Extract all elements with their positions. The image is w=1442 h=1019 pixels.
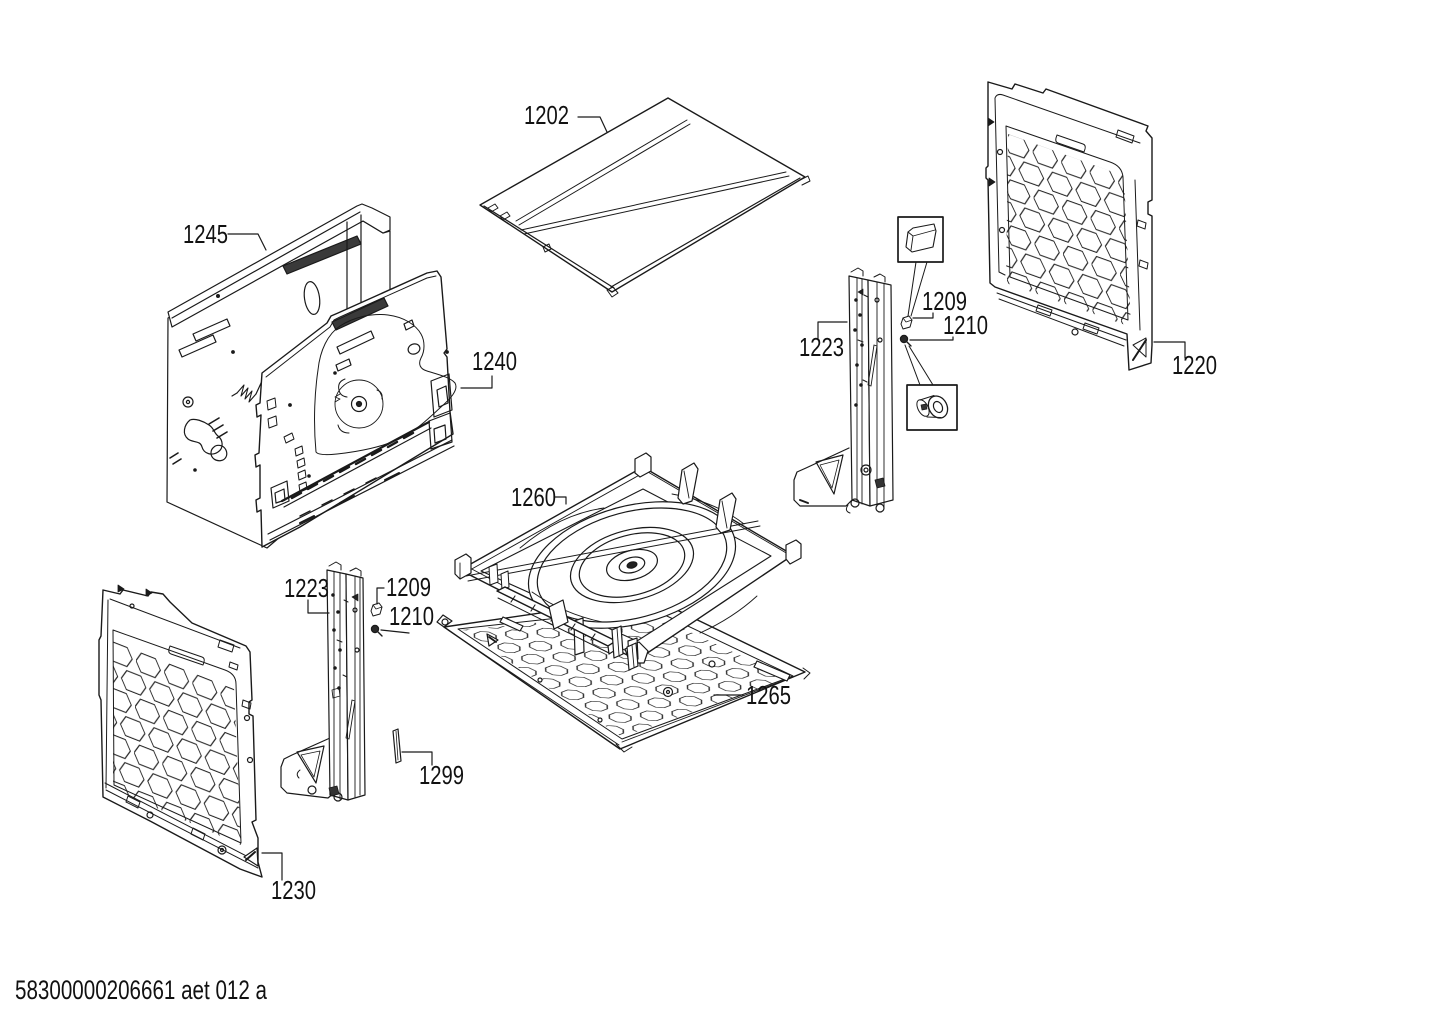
part-1299-strip [392, 728, 402, 764]
leader-1223-left [307, 599, 330, 614]
leader-lines [227, 116, 1186, 881]
leader-1240 [460, 375, 493, 389]
part-1240-back-panel [254, 270, 457, 548]
part-1260-turntable-frame [454, 452, 802, 671]
part-label-1210-right: 1210 [943, 310, 988, 340]
part-labels: 1202 1245 1240 1223 1209 1210 1220 1260 … [15, 100, 1217, 1005]
part-1223-bracket-right [793, 267, 894, 514]
leader-1220 [1153, 341, 1186, 359]
part-label-1240: 1240 [472, 346, 517, 376]
part-label-1202: 1202 [524, 100, 569, 130]
leader-1202 [577, 116, 608, 133]
part-label-1209-left: 1209 [386, 572, 431, 602]
doc-code: 58300000206661 aet 012 a [15, 975, 268, 1005]
part-label-1223-left: 1223 [284, 573, 329, 603]
leader-1210-right [909, 336, 954, 341]
part-label-1230: 1230 [271, 875, 316, 905]
leader-1223-right [817, 321, 848, 339]
part-1209-clip-right [900, 315, 913, 330]
part-1210-screw-left [370, 624, 383, 637]
part-label-1260: 1260 [511, 482, 556, 512]
part-label-1223-right: 1223 [799, 332, 844, 362]
part-1209-clip-left [370, 602, 383, 617]
part-label-1210-left: 1210 [389, 601, 434, 631]
part-1223-bracket-left [280, 561, 366, 802]
callout-box-clip [897, 216, 944, 317]
leader-1209-left [376, 587, 385, 605]
part-1265-base-panel [436, 596, 811, 753]
part-label-1245: 1245 [183, 219, 228, 249]
leader-1299 [401, 751, 433, 766]
leader-1230 [261, 852, 283, 881]
part-label-1299: 1299 [419, 760, 464, 790]
part-1230-side-panel-left [98, 584, 263, 878]
leader-1210-left [380, 629, 410, 634]
callout-box-bushing [904, 344, 958, 431]
part-label-1209-right: 1209 [922, 286, 967, 316]
leader-1245 [227, 233, 267, 251]
part-1220-side-panel-right [985, 81, 1153, 371]
part-1210-screw-right [899, 334, 912, 347]
part-label-1265: 1265 [746, 680, 791, 710]
part-1202-top-cover [479, 97, 811, 298]
leader-1260 [553, 496, 567, 505]
leader-1209-right [912, 312, 934, 319]
part-label-1220: 1220 [1172, 350, 1217, 380]
